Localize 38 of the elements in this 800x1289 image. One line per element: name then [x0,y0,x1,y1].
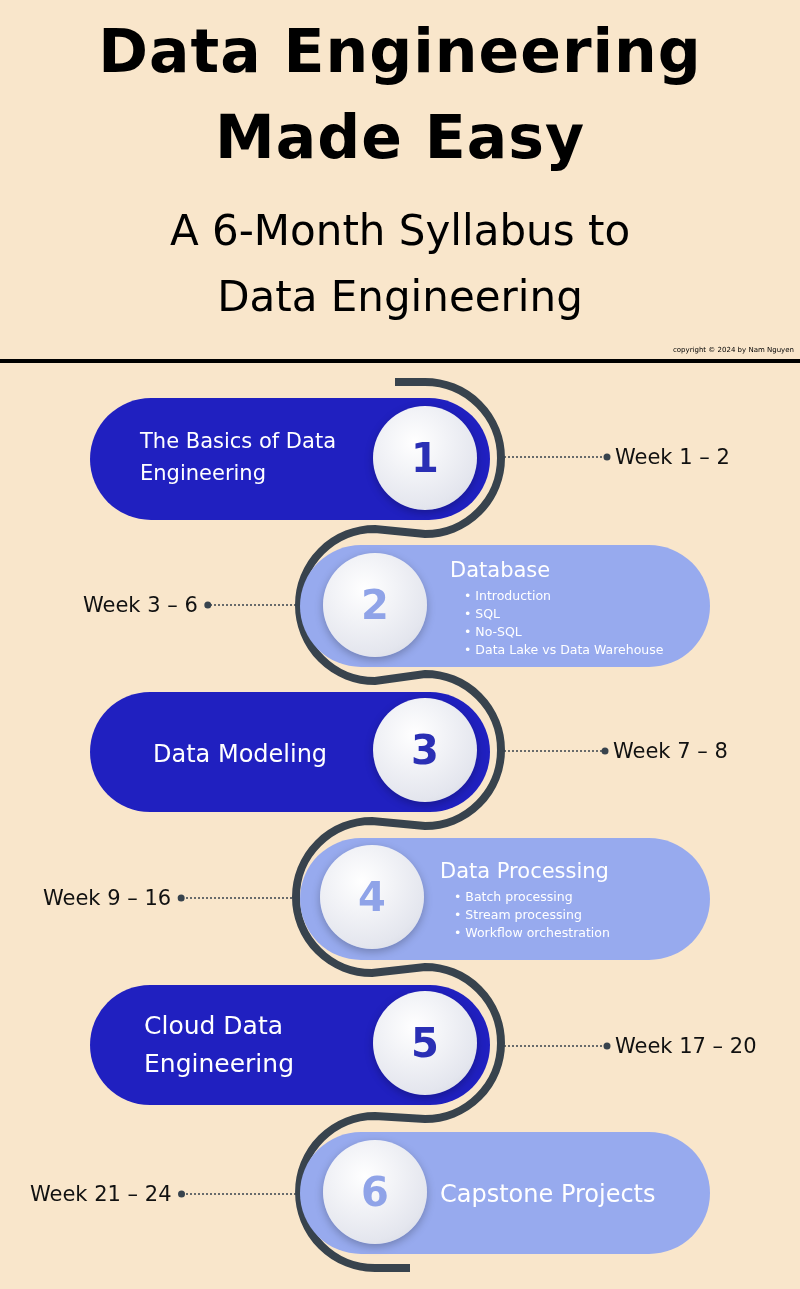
course-card [90,985,490,1105]
card-title: Database [450,557,552,584]
leader-line [204,601,297,609]
course-card [90,692,490,812]
course-card [90,398,490,520]
list-item: • Data Lake vs Data Warehouse [464,640,664,659]
card-title: Cloud Data Engineering [144,1010,295,1080]
leader-line [178,1190,297,1198]
subtitle: A 6-Month Syllabus to Data Engineering [168,205,632,323]
number-circle: 2 [323,553,427,657]
list-item: • Batch processing [454,887,574,906]
week-label: Week 7 – 8 [613,738,728,764]
list-item: • SQL [464,604,502,623]
week-label: Week 9 – 16 [43,885,172,911]
week-label: Week 17 – 20 [615,1033,757,1059]
card-title: Data Processing [440,858,610,885]
number-circle: 4 [320,845,424,949]
title: Data Engineering Made Easy [97,15,703,174]
course-card [300,545,710,667]
card-title: The Basics of Data Engineering [140,428,337,487]
card-title: Data Modeling [153,739,329,770]
list-item: • Stream processing [454,905,583,924]
number-circle: 6 [323,1140,427,1244]
leader-line [503,1042,611,1050]
number-circle: 3 [373,698,477,802]
week-label: Week 1 – 2 [615,444,730,470]
week-label: Week 3 – 6 [83,592,198,618]
list-item: • Workflow orchestration [454,923,610,942]
leader-line [503,453,611,461]
leader-line [503,747,609,755]
card-title: Capstone Projects [440,1179,657,1210]
number-circle: 1 [373,406,477,510]
list-item: • No-SQL [464,622,523,641]
list-item: • Introduction [464,586,553,605]
week-label: Week 21 – 24 [30,1181,172,1207]
course-card [300,838,710,960]
course-card [300,1132,710,1254]
number-circle: 5 [373,991,477,1095]
